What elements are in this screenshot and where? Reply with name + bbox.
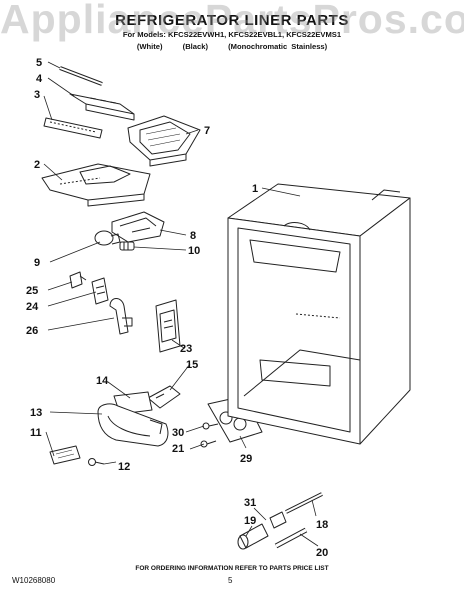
callout-2: 2 <box>34 159 40 171</box>
callout-8: 8 <box>190 230 196 242</box>
callout-7: 7 <box>204 125 210 137</box>
callout-4: 4 <box>36 73 43 85</box>
callout-10: 10 <box>188 245 200 257</box>
part-20-tube <box>274 527 308 549</box>
callout-31: 31 <box>244 497 256 509</box>
part-26-hose <box>109 298 133 335</box>
part-2-bracket <box>41 163 151 207</box>
part-4-light-housing <box>69 93 135 121</box>
part-24-damper <box>91 277 109 305</box>
callout-29: 29 <box>240 453 252 465</box>
callout-19: 19 <box>244 515 256 527</box>
part-23-shroud <box>155 299 181 353</box>
part-10-socket <box>119 241 135 251</box>
page-title: REFRIGERATOR LINER PARTS <box>115 12 349 29</box>
callout-13: 13 <box>30 407 42 419</box>
callout-30: 30 <box>172 427 184 439</box>
variant-list: (White) (Black) (Monochromatic Stainless… <box>0 42 464 51</box>
part-31-connector <box>269 511 287 529</box>
part-13-drawer-cover <box>97 403 169 447</box>
callout-labels: 5 4 3 7 2 1 8 9 10 25 24 26 23 15 14 13 … <box>26 57 328 559</box>
part-25-sensor <box>69 271 87 289</box>
callout-9: 9 <box>34 257 40 269</box>
part-18-tube <box>285 492 323 514</box>
model-list: For Models: KFCS22EVWH1, KFCS22EVBL1, KF… <box>122 30 342 39</box>
part-19-fitting <box>237 523 269 550</box>
document-number: W10268080 <box>12 576 56 585</box>
part-1-liner <box>227 183 411 445</box>
variant-white: (White) <box>136 42 163 51</box>
part-9-bulb <box>94 230 121 246</box>
callout-20: 20 <box>316 547 328 559</box>
callout-26: 26 <box>26 325 38 337</box>
part-30-screw <box>202 422 219 430</box>
callout-3: 3 <box>34 89 40 101</box>
part-3-label <box>43 117 103 139</box>
callout-21: 21 <box>172 443 184 455</box>
part-7-cover <box>127 115 201 167</box>
part-12-screw <box>88 458 105 466</box>
part-15-hinge <box>147 385 181 409</box>
variant-monochromatic: (Monochromatic Stainless) <box>228 42 328 51</box>
variant-black: (Black) <box>182 42 208 51</box>
callout-11: 11 <box>30 427 42 439</box>
callout-5: 5 <box>36 57 42 69</box>
callout-1: 1 <box>252 183 258 195</box>
callout-18: 18 <box>316 519 328 531</box>
part-8-bracket <box>111 211 165 243</box>
callout-24: 24 <box>26 301 39 313</box>
part-5-rod <box>59 66 103 86</box>
callout-23: 23 <box>180 343 192 355</box>
callout-14: 14 <box>96 375 109 387</box>
leader-lines <box>43 61 319 547</box>
part-11-trim <box>49 445 81 465</box>
callout-25: 25 <box>26 285 38 297</box>
page-number: 5 <box>228 576 233 585</box>
callout-15: 15 <box>186 359 198 371</box>
ordering-note: FOR ORDERING INFORMATION REFER TO PARTS … <box>135 565 329 572</box>
callout-12: 12 <box>118 461 130 473</box>
